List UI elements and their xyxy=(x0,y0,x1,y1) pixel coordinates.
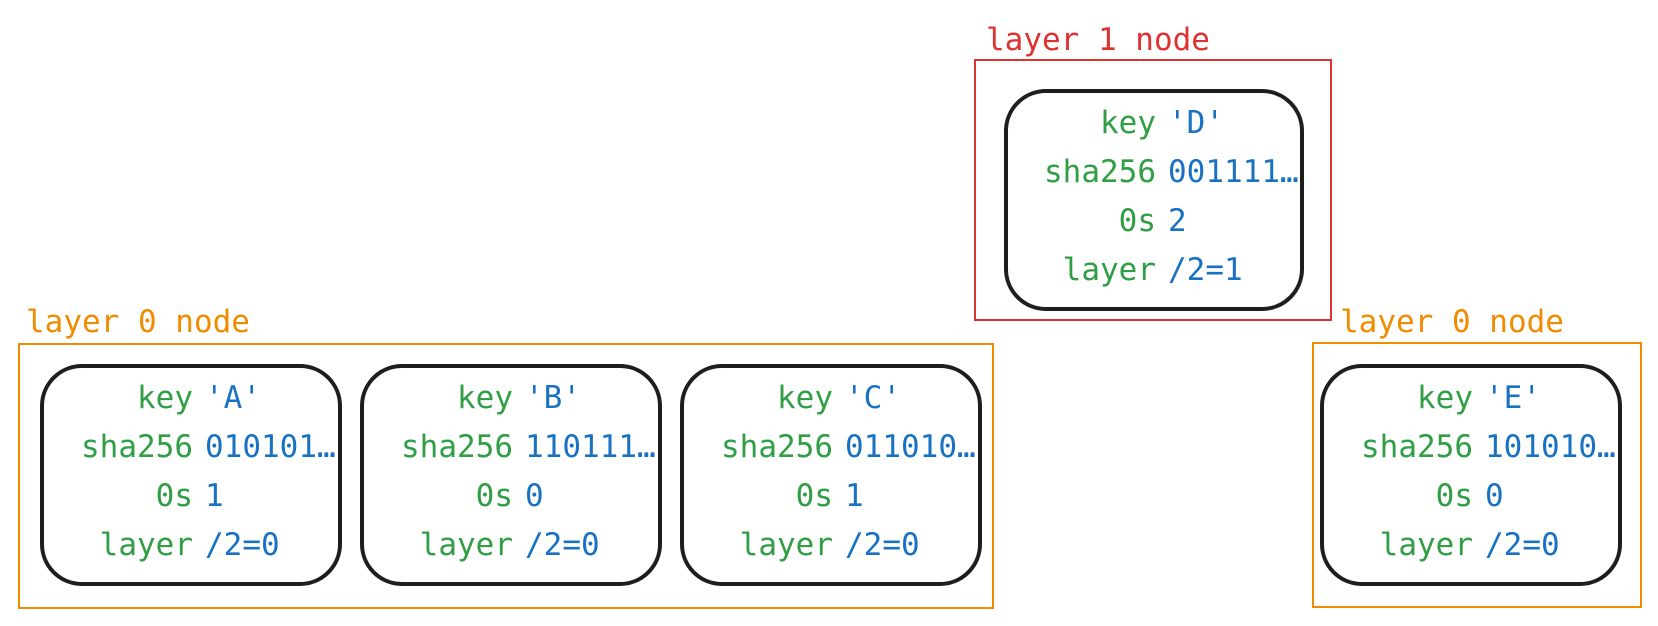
group-label-layer1: layer 1 node xyxy=(986,22,1210,58)
group-box-layer0-abc xyxy=(18,343,994,609)
group-label-layer0-e: layer 0 node xyxy=(1340,304,1564,340)
group-label-layer0-abc: layer 0 node xyxy=(26,304,250,340)
group-box-layer1 xyxy=(974,59,1332,321)
group-box-layer0-e xyxy=(1312,342,1642,608)
